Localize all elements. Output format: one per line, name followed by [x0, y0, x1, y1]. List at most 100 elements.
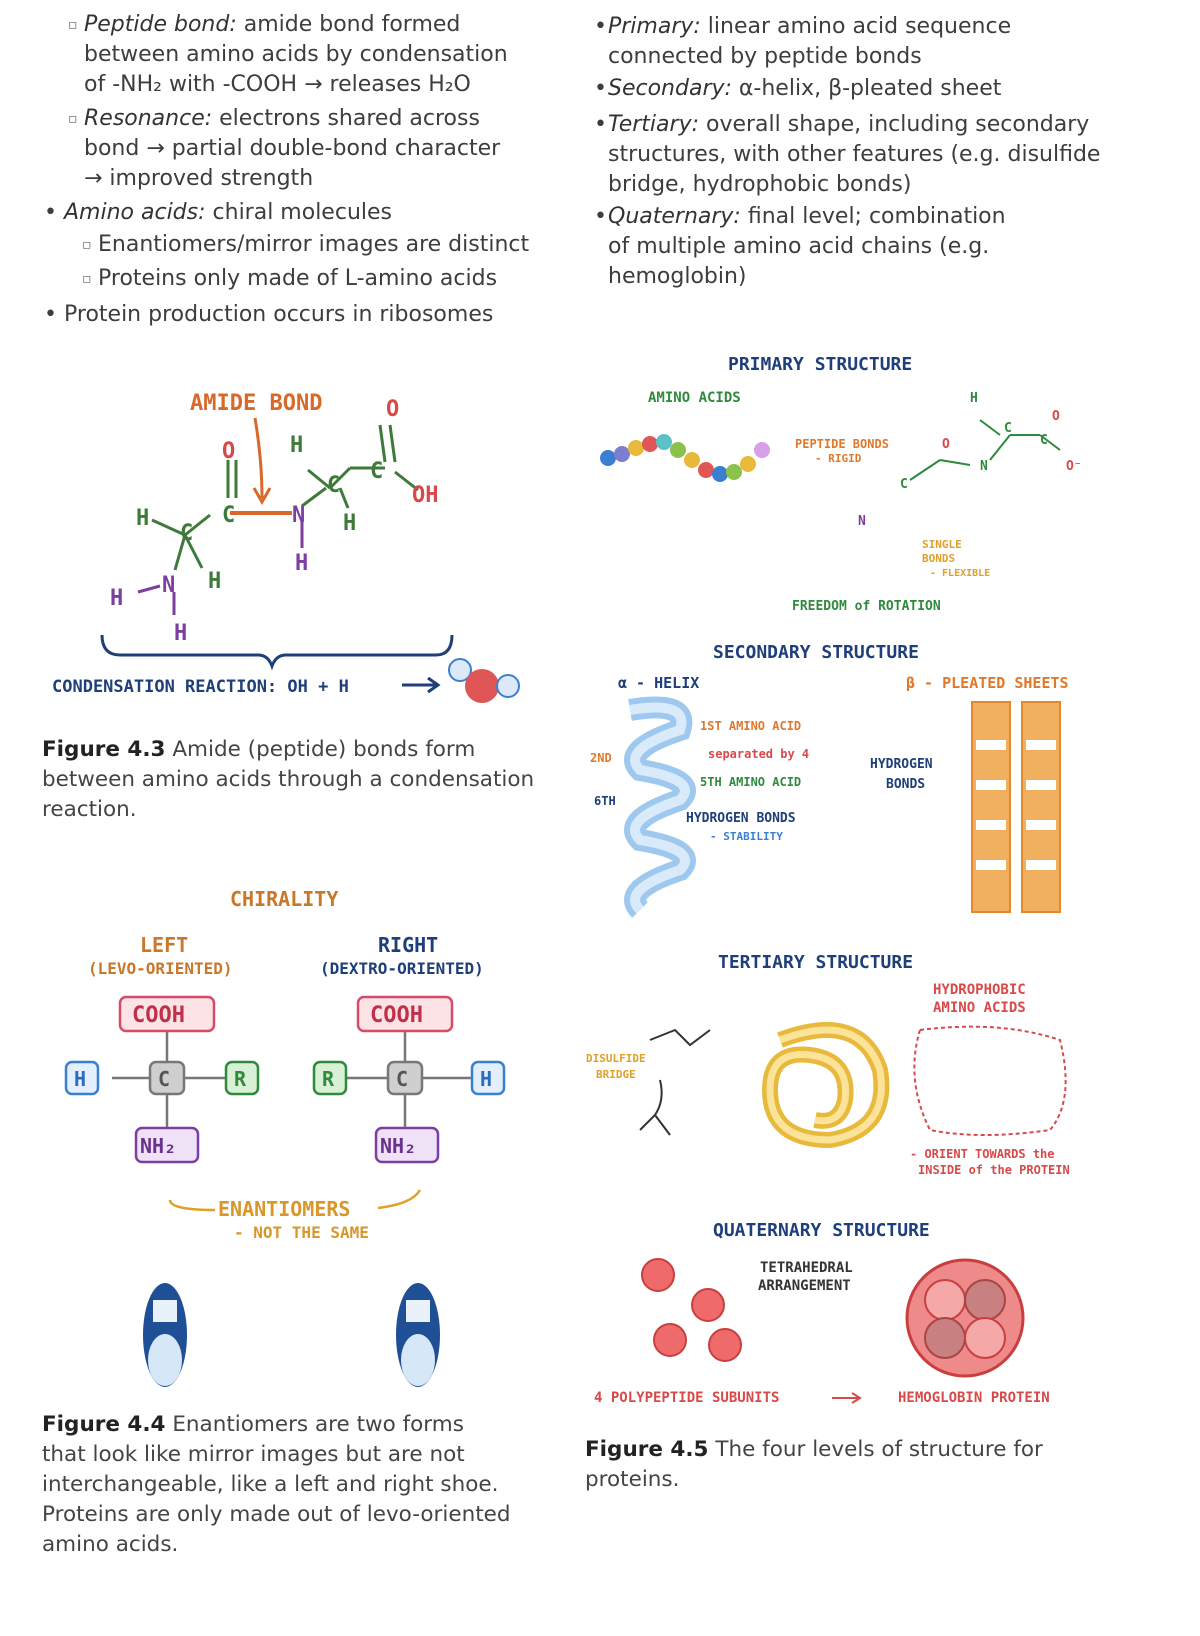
left-molecule: COOH C H R NH₂	[64, 995, 260, 1164]
chirality-figure: CHIRALITY LEFT (LEVO-ORIENTED) RIGHT (DE…	[64, 887, 506, 1387]
figure-4-4-label: Figure 4.4	[42, 1412, 166, 1437]
bullet-ribosomes: • Protein production occurs in ribosomes	[44, 300, 494, 330]
brace	[100, 634, 454, 671]
amide-arrow	[253, 417, 264, 499]
protein-structure-figure: PRIMARY STRUCTURE AMINO ACIDS PEPTIDE BO…	[586, 354, 1082, 1406]
arrangement-label: ARRANGEMENT	[758, 1278, 851, 1294]
svg-text:O⁻: O⁻	[1066, 459, 1082, 474]
bonds-h-label: BONDS	[886, 777, 925, 792]
svg-text:H: H	[74, 1067, 86, 1091]
figure-4-3-caption: Figure 4.3 Amide (peptide) bonds form be…	[42, 735, 534, 825]
svg-text:C: C	[222, 503, 235, 528]
svg-text:N: N	[292, 503, 305, 528]
bond-n-c	[301, 486, 327, 508]
stability-label: - STABILITY	[710, 830, 783, 843]
amide-bond-figure: AMIDE BOND H C O C N	[52, 391, 520, 703]
svg-text:N: N	[858, 514, 866, 529]
figure-4-4-text-4: Proteins are only made out of levo-orien…	[42, 1502, 511, 1527]
text-l-amino: Proteins only made of L-amino acids	[98, 266, 498, 291]
disulfide-label: DISULFIDE	[586, 1052, 646, 1065]
tertiary-fold-shape	[761, 1022, 890, 1149]
figure-4-4-text-2: that look like mirror images but are not	[42, 1442, 465, 1467]
svg-text:R: R	[234, 1067, 247, 1091]
svg-text:H: H	[343, 511, 356, 536]
left-sub-label: (LEVO-ORIENTED)	[88, 959, 233, 978]
svg-text:O: O	[386, 397, 399, 422]
hydrogen-bonds-label: HYDROGEN BONDS	[686, 811, 796, 826]
text-ribosomes: Protein production occurs in ribosomes	[64, 302, 494, 327]
svg-text:C: C	[327, 473, 340, 498]
term-resonance: Resonance:	[84, 106, 213, 131]
bridge-label: BRIDGE	[596, 1068, 636, 1081]
bullet-marker: •	[44, 200, 57, 225]
right-molecule: COOH C R H NH₂	[312, 995, 506, 1164]
sixth-label: 6TH	[594, 794, 616, 808]
hemoglobin-label: HEMOGLOBIN PROTEIN	[898, 1390, 1050, 1406]
figure-4-3-text-2: between amino acids through a condensati…	[42, 767, 535, 792]
svg-text:C: C	[900, 477, 908, 492]
hydrophobic-label: HYDROPHOBIC	[933, 982, 1026, 998]
svg-text:N: N	[162, 573, 175, 598]
figure-4-3-text-1: Amide (peptide) bonds form	[165, 737, 476, 762]
figure-4-3-text-3: reaction.	[42, 797, 137, 822]
text-resonance-3: → improved strength	[84, 166, 314, 191]
secondary-structure-title: SECONDARY STRUCTURE	[713, 642, 919, 663]
svg-text:O: O	[1052, 409, 1060, 424]
text-enantiomers: Enantiomers/mirror images are distinct	[98, 232, 530, 257]
second-label: 2ND	[590, 751, 612, 765]
tertiary-molecule	[639, 1028, 711, 1136]
text-peptide-bond-2: between amino acids by condensation	[84, 42, 508, 67]
primary-atoms: C O N C C O O⁻ N H	[858, 391, 1082, 529]
text-resonance-2: bond → partial double-bond character	[84, 136, 501, 161]
alpha-helix-label: α - HELIX	[618, 674, 699, 692]
bullet-peptide-bond: ▫ Peptide bond: amide bond formed betwee…	[68, 10, 508, 100]
term-tertiary: Tertiary:	[608, 112, 699, 137]
figure-4-4-text-3: interchangeable, like a left and right s…	[42, 1472, 499, 1497]
subunits-label: 4 POLYPEPTIDE SUBUNITS	[594, 1390, 779, 1406]
single-bonds-label: SINGLE	[922, 538, 962, 551]
freedom-rotation-label: FREEDOM of ROTATION	[792, 599, 941, 614]
rigid-label: - RIGID	[815, 452, 862, 465]
amide-bond-label: AMIDE BOND	[190, 391, 322, 416]
svg-text:O: O	[942, 437, 950, 452]
svg-text:C: C	[158, 1067, 170, 1091]
figure-4-4-caption: Figure 4.4 Enantiomers are two forms tha…	[42, 1410, 511, 1560]
bullet-marker: •	[594, 14, 607, 39]
water-o-atom	[465, 669, 499, 703]
flexible-label: - FLEXIBLE	[930, 568, 990, 579]
term-peptide-bond: Peptide bond:	[84, 12, 237, 37]
right-cooh: COOH	[370, 1003, 423, 1028]
condensation-label: CONDENSATION REACTION: OH + H	[52, 677, 349, 697]
text-primary-1: linear amino acid sequence	[700, 14, 1012, 39]
molecule-bonds	[151, 424, 419, 571]
figure-4-4-text-5: amino acids.	[42, 1532, 179, 1557]
amino-acid-chain	[600, 434, 770, 482]
text-secondary: α-helix, β-pleated sheet	[731, 76, 1002, 101]
bullet-resonance: ▫ Resonance: electrons shared across bon…	[68, 104, 501, 194]
atom-labels: H C O C N H H C H C O OH H N H H	[110, 397, 439, 646]
alpha-helix-shape	[624, 696, 696, 918]
enantiomer-arrow-right	[377, 1189, 422, 1210]
condensation-arrowhead	[427, 676, 441, 694]
text-tertiary-1: overall shape, including secondary	[699, 112, 1090, 137]
term-quaternary: Quaternary:	[608, 204, 741, 229]
text-amino-acids: chiral molecules	[205, 200, 392, 225]
bullet-secondary: • Secondary: α-helix, β-pleated sheet	[594, 74, 1002, 104]
term-secondary: Secondary:	[608, 76, 732, 101]
left-shoe-icon	[143, 1283, 187, 1387]
figure-4-5-text-1: The four levels of structure for	[708, 1437, 1043, 1462]
peptide-bonds-label: PEPTIDE BONDS	[795, 437, 889, 451]
sub-bullet-marker: ▫	[82, 237, 92, 253]
polypeptide-subunits	[641, 1258, 742, 1362]
bonds-label: BONDS	[922, 552, 955, 565]
bullet-marker: •	[44, 302, 57, 327]
inside-label: INSIDE of the PROTEIN	[918, 1163, 1070, 1177]
text-resonance-1: electrons shared across	[212, 106, 480, 131]
svg-text:C: C	[1004, 421, 1012, 436]
chirality-title: CHIRALITY	[230, 887, 338, 911]
tertiary-structure-title: TERTIARY STRUCTURE	[718, 952, 913, 973]
figure-4-3-label: Figure 4.3	[42, 737, 166, 762]
left-label: LEFT	[140, 933, 188, 957]
bond-h-n	[137, 584, 161, 594]
amide-arrow-head	[252, 487, 272, 506]
